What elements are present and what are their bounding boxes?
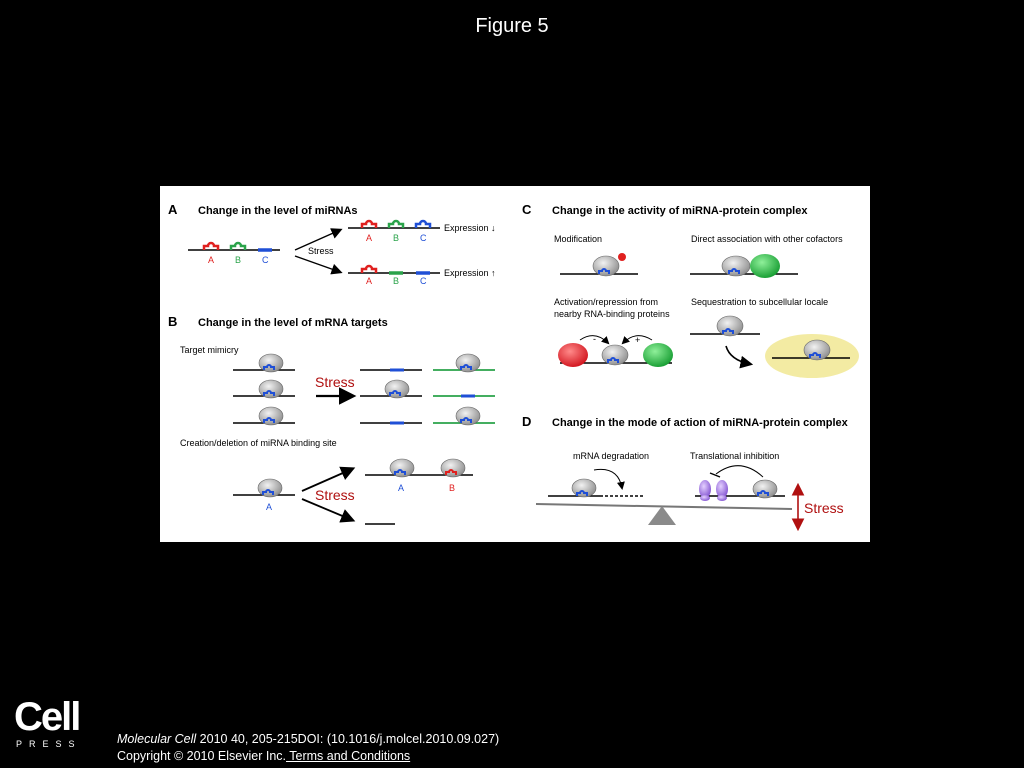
binding-site-change: A Stress A B	[233, 458, 473, 525]
modification-mark	[618, 253, 626, 261]
citation-details: 2010 40, 205-215DOI: (10.1016/j.molcel.2…	[196, 732, 500, 746]
ribosome-2	[716, 480, 728, 498]
logo-word: Cell	[14, 695, 81, 739]
panel-d-stress: Stress	[804, 500, 844, 516]
mimicry-middle	[360, 368, 422, 425]
label-b: B	[235, 255, 241, 265]
activation-label-1: Activation/repression from	[554, 297, 658, 307]
panel-c-heading: Change in the activity of miRNA-protein …	[552, 205, 808, 217]
label-c-down: C	[420, 276, 427, 286]
direct-association-label: Direct association with other cofactors	[691, 234, 843, 244]
panel-a-stress: Stress	[308, 246, 334, 256]
panel-b: B Change in the level of mRNA targets Ta…	[168, 314, 495, 525]
creation-deletion-label: Creation/deletion of miRNA binding site	[180, 438, 337, 448]
panel-b-letter: B	[168, 314, 177, 329]
plus-sign: +	[635, 335, 640, 345]
panel-a-heading: Change in the level of miRNAs	[198, 205, 358, 217]
mrna-degradation-label: mRNA degradation	[573, 451, 649, 461]
site-label-a-2: A	[398, 483, 404, 493]
figure-diagram: A Change in the level of miRNAs A B C St…	[168, 202, 859, 532]
citation: Molecular Cell 2010 40, 205-215DOI: (10.…	[117, 731, 499, 765]
sequestration-label: Sequestration to subcellular locale	[691, 297, 828, 307]
activation-label-2: nearby RNA-binding proteins	[554, 309, 670, 319]
label-a-down: A	[366, 276, 372, 286]
expression-up: Expression ↑	[444, 268, 496, 278]
target-mimicry-label: Target mimicry	[180, 345, 239, 355]
panel-c: C Change in the activity of miRNA-protei…	[522, 202, 859, 378]
minus-sign: -	[593, 334, 596, 344]
modification-label: Modification	[554, 234, 602, 244]
panel-b-stress-1: Stress	[315, 374, 355, 390]
site-label-b: B	[449, 483, 455, 493]
panel-a: A Change in the level of miRNAs A B C St…	[168, 202, 496, 286]
translational-inhibition-label: Translational inhibition	[690, 451, 779, 461]
logo-press: PRESS	[16, 739, 82, 749]
seesaw-beam	[535, 503, 793, 510]
copyright-text: Copyright © 2010 Elsevier Inc.	[117, 749, 287, 763]
ribosome-1	[699, 480, 711, 498]
mimicry-right	[433, 353, 495, 426]
terms-link[interactable]: Terms and Conditions	[286, 749, 411, 763]
panel-b-stress-2: Stress	[315, 487, 355, 503]
label-a-up: A	[366, 233, 372, 243]
expression-down: Expression ↓	[444, 223, 496, 233]
cell-press-logo: Cell PRESS	[14, 695, 84, 749]
label-a: A	[208, 255, 214, 265]
journal-name: Molecular Cell	[117, 732, 197, 746]
mirna-b-green	[229, 241, 247, 250]
label-c: C	[262, 255, 269, 265]
figure-panel: A Change in the level of miRNAs A B C St…	[160, 186, 870, 542]
mirna-a-red	[202, 241, 220, 250]
rbp-red	[558, 343, 588, 367]
label-b-down: B	[393, 276, 399, 286]
label-b-up: B	[393, 233, 399, 243]
panel-d-letter: D	[522, 414, 531, 429]
panel-b-heading: Change in the level of mRNA targets	[198, 317, 388, 329]
rbp-green	[643, 343, 673, 367]
cofactor-green	[750, 254, 780, 278]
label-c-up: C	[420, 233, 427, 243]
panel-d: D Change in the mode of action of miRNA-…	[522, 414, 849, 532]
panel-c-letter: C	[522, 202, 532, 217]
site-label-a: A	[266, 502, 272, 512]
panel-d-heading: Change in the mode of action of miRNA-pr…	[552, 417, 849, 429]
seesaw-fulcrum	[648, 506, 676, 525]
figure-title: Figure 5	[475, 15, 549, 37]
panel-a-letter: A	[168, 202, 178, 217]
mimicry-left	[233, 353, 295, 426]
